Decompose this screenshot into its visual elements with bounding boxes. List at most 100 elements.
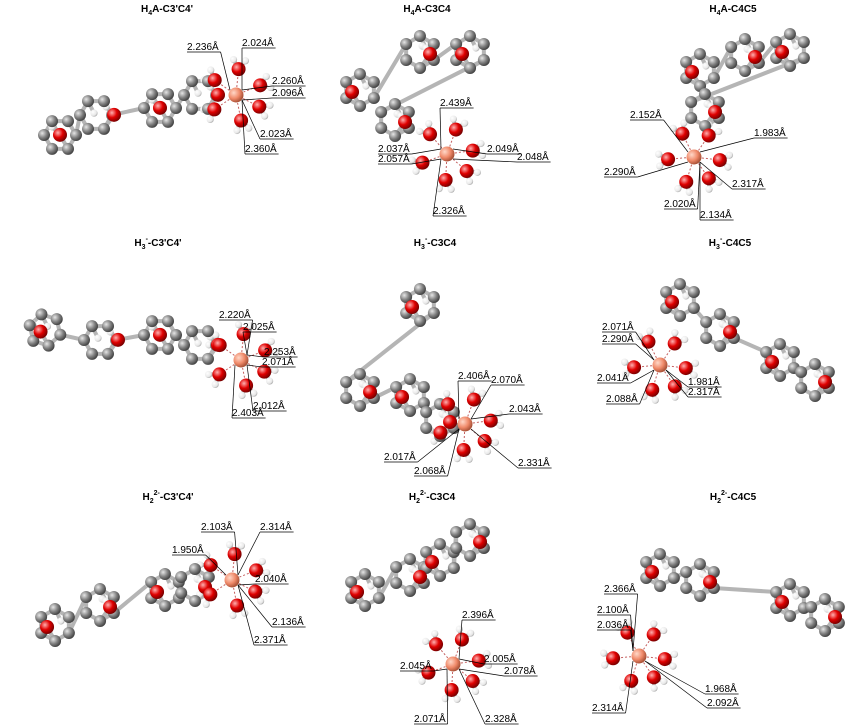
carbon-atom <box>739 64 752 77</box>
bond-distance-label: 2.024Å <box>242 36 274 49</box>
oxygen-atom <box>646 627 661 642</box>
carbon-atom <box>680 582 693 595</box>
hydrogen-atom <box>194 89 202 97</box>
bond-distance-label: 2.314Å <box>260 520 292 533</box>
carbon-atom <box>390 381 403 394</box>
bond-distance-label: 2.036Å <box>597 618 629 631</box>
hydrogen-atom <box>479 678 487 686</box>
hydrogen-atom <box>792 592 800 600</box>
label-leader-line <box>237 583 256 586</box>
metal-ion-atom <box>686 149 702 165</box>
bond-distance-label: 2.025Å <box>243 320 275 333</box>
hydrogen-atom <box>670 650 679 658</box>
hydrogen-atom <box>461 119 469 127</box>
carbon-atom <box>62 626 75 639</box>
hydrogen-atom <box>656 162 664 170</box>
metal-ion-atom <box>652 357 668 373</box>
carbon-atom <box>694 589 707 602</box>
oxygen-atom <box>153 327 167 342</box>
carbon-atom <box>427 290 440 303</box>
oxygen-atom <box>405 299 420 314</box>
oxygen-atom <box>395 389 410 404</box>
label-leader-line <box>458 619 463 660</box>
hydrogen-atom <box>238 391 246 400</box>
carbon-atom <box>770 586 783 599</box>
carbon-atom <box>367 75 380 88</box>
carbon-atom <box>687 301 700 314</box>
bond-distance-label: 2.100Å <box>597 603 629 616</box>
carbon-atom <box>23 319 36 332</box>
carbon-atom <box>774 369 787 382</box>
bond-distance-label: 2.078Å <box>504 664 536 677</box>
hydrogen-atom <box>705 185 713 193</box>
hydrogen-atom <box>233 126 241 135</box>
carbon-atom <box>188 563 201 576</box>
carbon-atom <box>62 115 74 128</box>
oxygen-atom <box>712 153 727 168</box>
carbon-atom <box>162 315 174 328</box>
label-leader-line <box>246 364 254 412</box>
carbon-atom <box>822 365 835 378</box>
bond-distance-label: 2.103Å <box>201 520 233 533</box>
bond-distance-label: 2.088Å <box>606 392 638 405</box>
metal-ion-atom <box>445 656 461 672</box>
oxygen-atom <box>667 379 682 394</box>
carbon-atom <box>74 109 86 121</box>
carbon-atom <box>463 30 476 43</box>
bond-distance-label: 2.314Å <box>592 701 624 714</box>
carbon-atom <box>787 345 800 358</box>
bond-distance-label: 2.328Å <box>485 712 517 725</box>
oxygen-atom <box>231 62 246 77</box>
carbon-atom <box>714 339 727 352</box>
hydrogen-atom <box>715 127 723 136</box>
metal-ion-atom <box>224 572 240 588</box>
carbon-atom <box>795 366 808 379</box>
oxygen-atom <box>708 104 723 119</box>
carbon-atom <box>354 99 367 112</box>
label-leader-line <box>458 668 505 677</box>
bond-distance-label: 2.220Å <box>219 308 251 321</box>
hydrogen-atom <box>362 82 370 90</box>
oxygen-atom <box>828 609 843 624</box>
carbon-atom <box>54 328 67 341</box>
hydrogen-atom <box>431 629 439 638</box>
label-leader-line <box>237 531 261 576</box>
hydrogen-atom <box>600 649 608 657</box>
oxygen-atom <box>455 46 470 61</box>
oxygen-atom <box>627 360 642 375</box>
oxygen-atom <box>253 78 268 93</box>
carbon-atom <box>80 591 93 604</box>
carbon-atom <box>698 88 711 101</box>
carbon-atom <box>158 568 171 581</box>
bond-distance-label: 2.017Å <box>384 450 416 463</box>
label-leader-line <box>447 428 460 477</box>
hydrogen-atom <box>691 359 700 367</box>
label-leader-line <box>432 158 442 217</box>
hydrogen-atom <box>465 455 473 463</box>
oxygen-atom <box>606 651 621 666</box>
hydrogen-atom <box>614 623 622 631</box>
hydrogen-atom <box>271 366 279 374</box>
carbon-atom <box>189 594 202 607</box>
bond-distance-label: 1.981Å <box>688 375 720 388</box>
carbon-atom <box>667 571 680 584</box>
bond-distance-label: 2.290Å <box>602 332 634 345</box>
hydrogen-atom <box>782 352 790 360</box>
bond-distance-label: 2.317Å <box>688 385 720 398</box>
carbon-atom <box>797 51 810 64</box>
bond-distance-label: 2.045Å <box>400 659 432 672</box>
oxygen-atom <box>230 598 245 613</box>
carbon-atom <box>202 325 214 338</box>
bond-distance-label: 2.396Å <box>462 608 494 621</box>
oxygen-atom <box>703 574 718 589</box>
bond-distance-label: 2.439Å <box>440 96 472 109</box>
oxygen-atom <box>398 114 413 129</box>
carbon-atom <box>353 68 366 81</box>
oxygen-atom <box>443 414 458 429</box>
oxygen-atom <box>775 44 790 59</box>
hydrogen-atom <box>681 335 689 344</box>
carbon-atom <box>687 285 700 298</box>
oxygen-atom <box>150 584 165 599</box>
carbon-atom <box>107 590 120 603</box>
